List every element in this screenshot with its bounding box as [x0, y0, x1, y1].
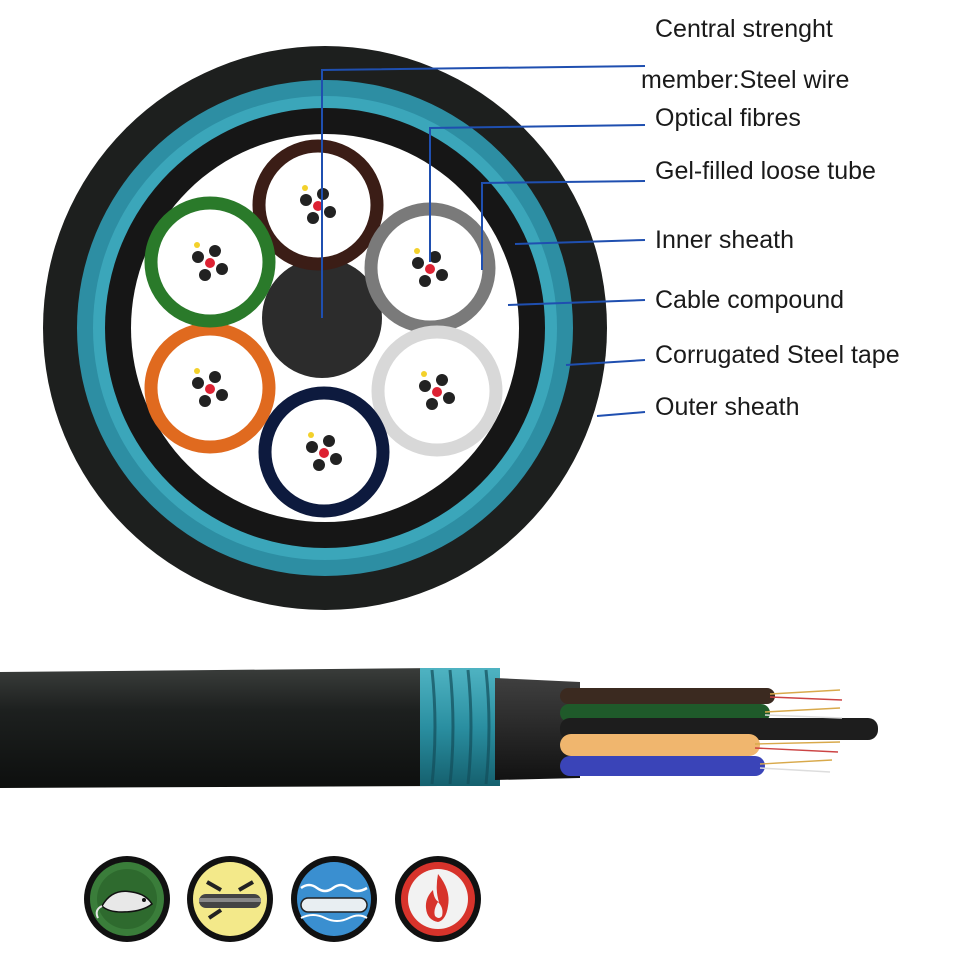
fibre-dots [419, 371, 455, 410]
loose-tube-navy [258, 386, 390, 518]
rodent-protection-icon [84, 856, 170, 942]
label-central-strength-line2: member:Steel wire [641, 66, 850, 94]
cross-section [43, 46, 607, 610]
water-resistance-icon [291, 856, 377, 942]
fibre-dots [192, 242, 228, 281]
loose-tube-brown [252, 139, 384, 271]
steel-tape-band [420, 668, 500, 786]
leader-steel-tape [565, 359, 646, 366]
flame-resistance-icon [395, 856, 481, 942]
leader-cable-compound [507, 299, 646, 306]
fibre-dots [412, 248, 448, 287]
label-central-strength-line1: Central strenght [655, 15, 833, 43]
label-cable-compound: Cable compound [655, 286, 845, 314]
label-inner-sheath: Inner sheath [655, 226, 794, 254]
loose-tube-orange [144, 322, 276, 454]
fibre-strands [754, 689, 843, 773]
tube-green [560, 704, 770, 722]
label-steel-tape: Corrugated Steel tape [655, 341, 900, 369]
leader-optical-fibres [429, 124, 646, 262]
fibre-dots [192, 368, 228, 407]
label-loose-tube: Gel-filled loose tube [655, 157, 876, 185]
label-optical-fibres: Optical fibres [655, 104, 801, 132]
crush-resistance-icon [187, 856, 273, 942]
tube-brown [560, 688, 775, 704]
loose-tube-white [371, 325, 503, 457]
leader-lines [321, 65, 646, 417]
leader-inner-sheath [514, 239, 646, 245]
fibre-dots [306, 432, 342, 471]
loose-tube-green [144, 196, 276, 328]
label-outer-sheath: Outer sheath [655, 393, 800, 421]
tube-orange [560, 734, 760, 756]
outer-sheath-body [0, 668, 440, 788]
tube-navy [560, 756, 765, 776]
leader-outer-sheath [596, 411, 646, 417]
leader-loose-tube [481, 180, 646, 270]
inner-sheath-body [495, 678, 580, 780]
cable-side-view [0, 668, 878, 788]
leader-central-strength [321, 65, 646, 318]
